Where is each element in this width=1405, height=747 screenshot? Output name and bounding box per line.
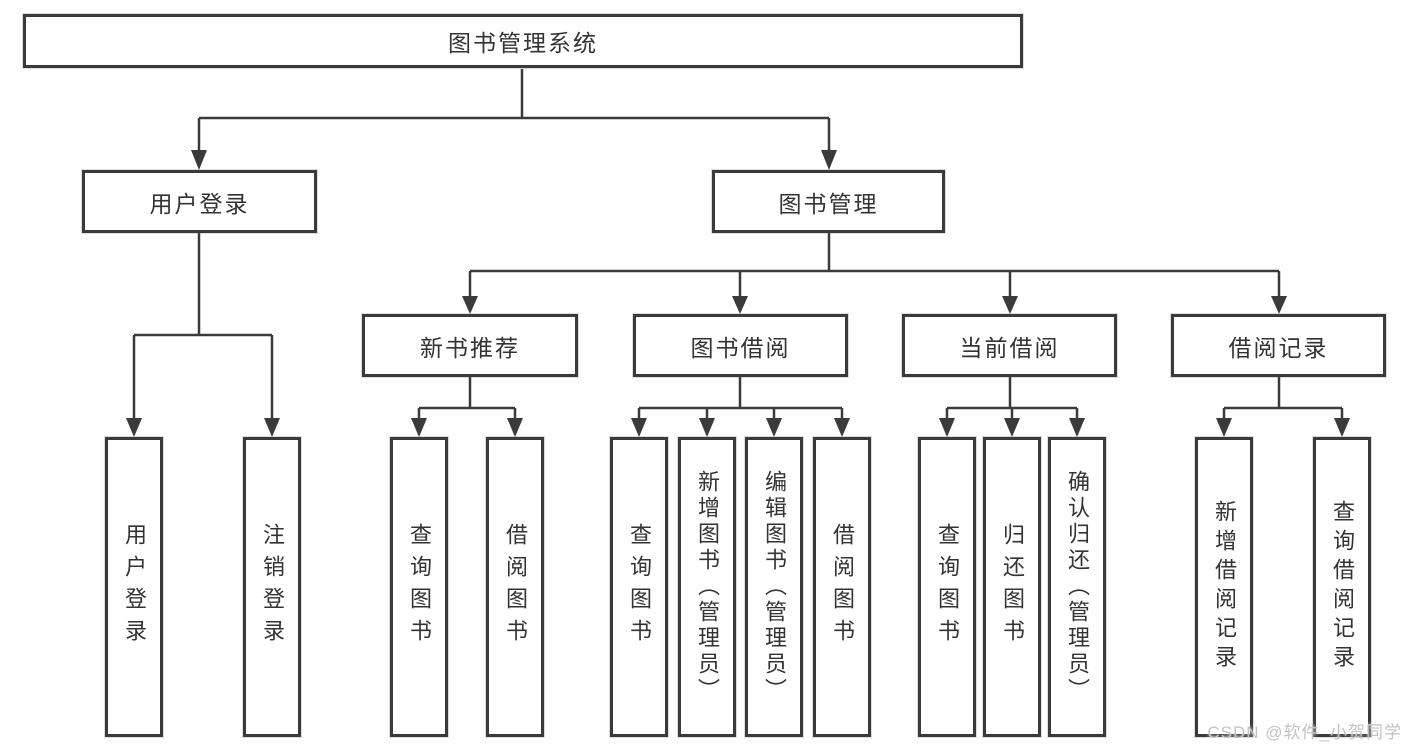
node-borrow-records: 借阅记录 [1171, 314, 1386, 377]
node-new-book-recommend: 新书推荐 [362, 314, 578, 377]
node-borrow-records-label: 借阅记录 [1228, 334, 1329, 361]
leaf-query-book-recommend-label: 查询图书 [407, 523, 432, 651]
leaf-add-book-admin-label: 新增图书（管理员） [695, 470, 720, 704]
node-book-management-label: 图书管理 [778, 190, 879, 217]
leaf-query-book-current: 查询图书 [918, 437, 976, 737]
leaf-edit-book-admin-label: 编辑图书（管理员） [762, 470, 787, 704]
node-new-book-recommend-label: 新书推荐 [420, 334, 520, 361]
leaf-borrow-book: 借阅图书 [813, 437, 871, 737]
leaf-confirm-return-admin: 确认归还（管理员） [1048, 437, 1106, 737]
leaf-query-borrow-record: 查询借阅记录 [1313, 437, 1371, 737]
leaf-return-book: 归还图书 [983, 437, 1041, 737]
node-user-login-label: 用户登录 [149, 190, 250, 217]
leaf-borrow-book-recommend: 借阅图书 [486, 437, 544, 737]
leaf-edit-book-admin: 编辑图书（管理员） [745, 437, 803, 737]
leaf-query-book-current-label: 查询图书 [935, 523, 960, 651]
leaf-confirm-return-admin-label: 确认归还（管理员） [1065, 470, 1090, 704]
leaf-query-borrow-record-label: 查询借阅记录 [1330, 500, 1355, 674]
leaf-add-borrow-record: 新增借阅记录 [1195, 437, 1253, 737]
leaf-query-book-recommend: 查询图书 [390, 437, 448, 737]
node-root: 图书管理系统 [23, 14, 1023, 68]
node-root-label: 图书管理系统 [448, 30, 598, 56]
leaf-user-login: 用户登录 [105, 437, 163, 737]
watermark: CSDN @软件_小贺同学 [1207, 723, 1402, 742]
leaf-user-login-label: 用户登录 [122, 523, 147, 651]
node-current-borrow-label: 当前借阅 [959, 334, 1060, 361]
leaf-add-book-admin: 新增图书（管理员） [678, 437, 736, 737]
leaf-borrow-book-recommend-label: 借阅图书 [503, 523, 528, 651]
leaf-return-book-label: 归还图书 [1000, 523, 1025, 651]
leaf-logout-login-label: 注销登录 [260, 523, 285, 651]
leaf-query-book-borrow: 查询图书 [610, 437, 668, 737]
leaf-add-borrow-record-label: 新增借阅记录 [1212, 500, 1237, 674]
node-book-management: 图书管理 [712, 170, 945, 233]
node-user-login: 用户登录 [82, 170, 317, 233]
leaf-logout-login: 注销登录 [243, 437, 301, 737]
node-book-borrow: 图书借阅 [633, 314, 848, 377]
leaf-borrow-book-label: 借阅图书 [830, 523, 855, 651]
node-book-borrow-label: 图书借阅 [690, 334, 791, 361]
node-current-borrow: 当前借阅 [902, 314, 1117, 377]
leaf-query-book-borrow-label: 查询图书 [627, 523, 652, 651]
